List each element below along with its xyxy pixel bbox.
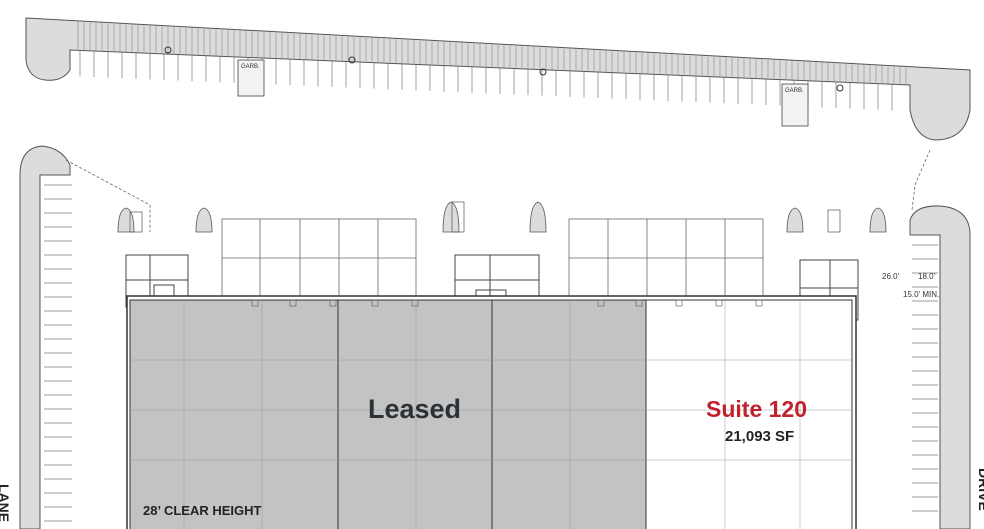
sidewalk-right — [911, 149, 931, 211]
street-label-right: DRIVE — [976, 468, 984, 511]
island-4 — [529, 201, 547, 233]
dimension-18: 18.0' — [918, 272, 936, 281]
parking-curb-top — [25, 17, 971, 141]
garbage-label-1: GARB. — [241, 64, 260, 70]
street-label-left: LANE — [0, 484, 12, 523]
clear-height-label: 28’ CLEAR HEIGHT — [143, 503, 262, 518]
parking-island-left — [19, 145, 71, 529]
sidewalk — [65, 159, 151, 232]
dimension-26: 26.0' — [882, 272, 900, 281]
leased-area — [129, 299, 647, 529]
island-1 — [117, 207, 135, 233]
island-3 — [442, 201, 460, 233]
light-poles — [164, 46, 844, 92]
dimension-15-min: 15.0' MIN. — [903, 290, 940, 299]
truck-court-left — [221, 218, 417, 297]
truck-court-right — [568, 218, 764, 297]
suite-label: Suite 120 — [706, 396, 807, 422]
parking-island-right — [909, 205, 971, 529]
suite-120-area — [645, 299, 853, 529]
island-5 — [786, 207, 804, 233]
garbage-enclosures — [237, 59, 809, 127]
suite-area: 21,093 SF — [725, 428, 795, 445]
island-6 — [869, 207, 887, 233]
island-2 — [195, 207, 213, 233]
leased-label: Leased — [368, 394, 462, 424]
accessible-stalls — [129, 201, 841, 233]
garbage-label-2: GARB. — [785, 88, 804, 94]
